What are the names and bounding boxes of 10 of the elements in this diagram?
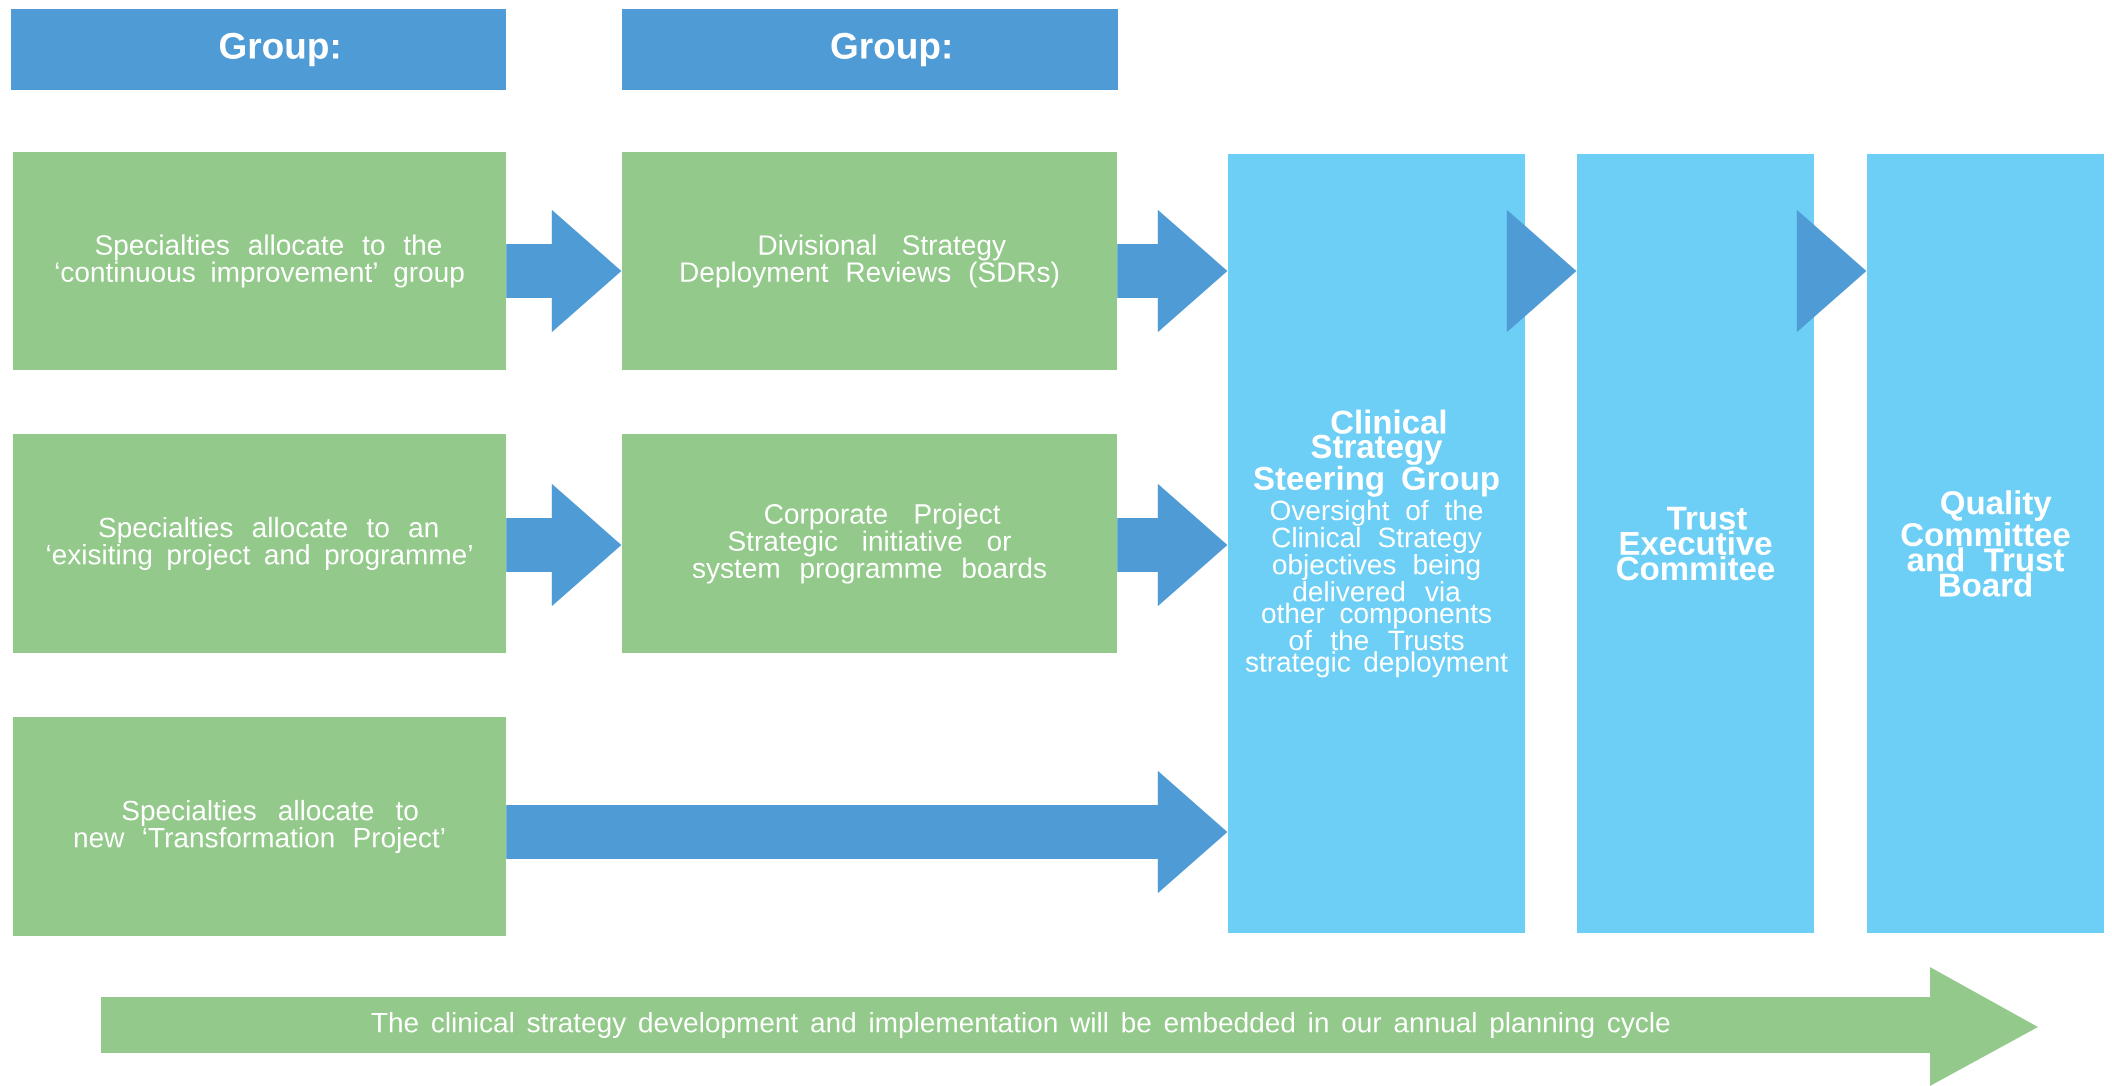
process-box: Corporate Project Strategic initiative or system programme boards [622, 434, 1117, 653]
group-header-box: Group: [11, 9, 506, 90]
process-box: Specialties allocate to the ‘continuous improvement’ group [13, 152, 506, 370]
stage-box: Clinical Strategy Steering Group Oversight of the Clinical Strategy objectives being delivered via other components of the Trusts strategic deployment [1228, 154, 1525, 933]
process-box: Specialties allocate to an ‘exisiting project and programme’ [13, 434, 506, 653]
group-header-box: Group: [622, 9, 1118, 90]
process-box: Specialties allocate to new ‘Transformation Project’ [13, 717, 506, 936]
stage-box: Quality Committee and Trust Board [1867, 154, 2104, 933]
stage-box: Trust Executive Commitee [1577, 154, 1814, 933]
process-box: Divisional Strategy Deployment Reviews (SDRs) [622, 152, 1117, 370]
